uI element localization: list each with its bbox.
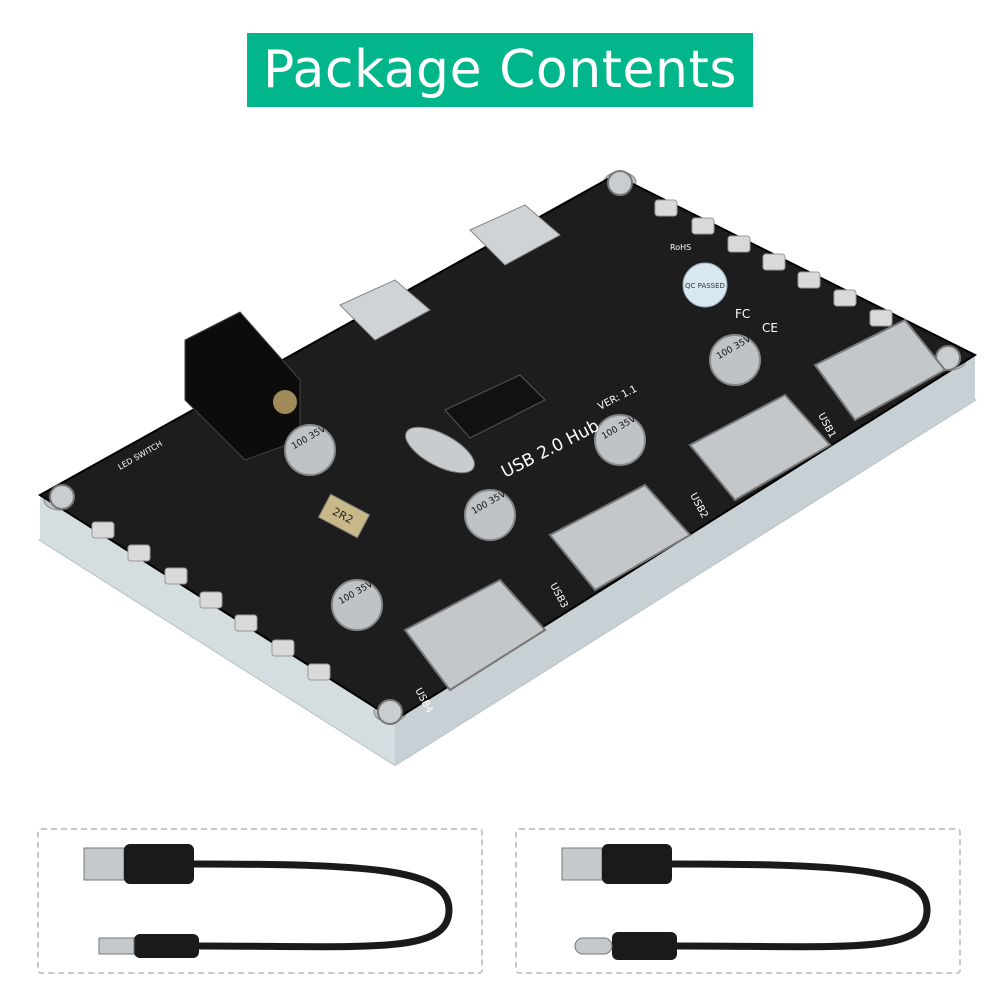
- qc-badge: [682, 262, 728, 308]
- inductor: [317, 493, 371, 539]
- ce-mark: CE: [762, 321, 778, 335]
- capacitors: [284, 334, 761, 631]
- usb-a-to-usb-c-cable-icon: [561, 844, 931, 960]
- crystal: [405, 426, 475, 474]
- usb-a-to-dc-cable-icon: [83, 844, 453, 958]
- qc-badge-text: QC PASSED: [685, 282, 725, 290]
- rohs-mark: RoHS: [670, 243, 691, 252]
- usb-a-ports: [403, 318, 947, 692]
- led-row-left: [91, 521, 331, 681]
- hub-chip: [444, 374, 546, 439]
- usb-c-ports: [339, 204, 561, 341]
- led-row-top: [654, 199, 893, 327]
- cable-box-usb-a-to-usb-c: [515, 828, 961, 974]
- page-title: Package Contents: [247, 33, 753, 107]
- fc-mark: FC: [735, 307, 750, 321]
- screws: [49, 170, 961, 725]
- cable-box-usb-a-to-dc: [37, 828, 483, 974]
